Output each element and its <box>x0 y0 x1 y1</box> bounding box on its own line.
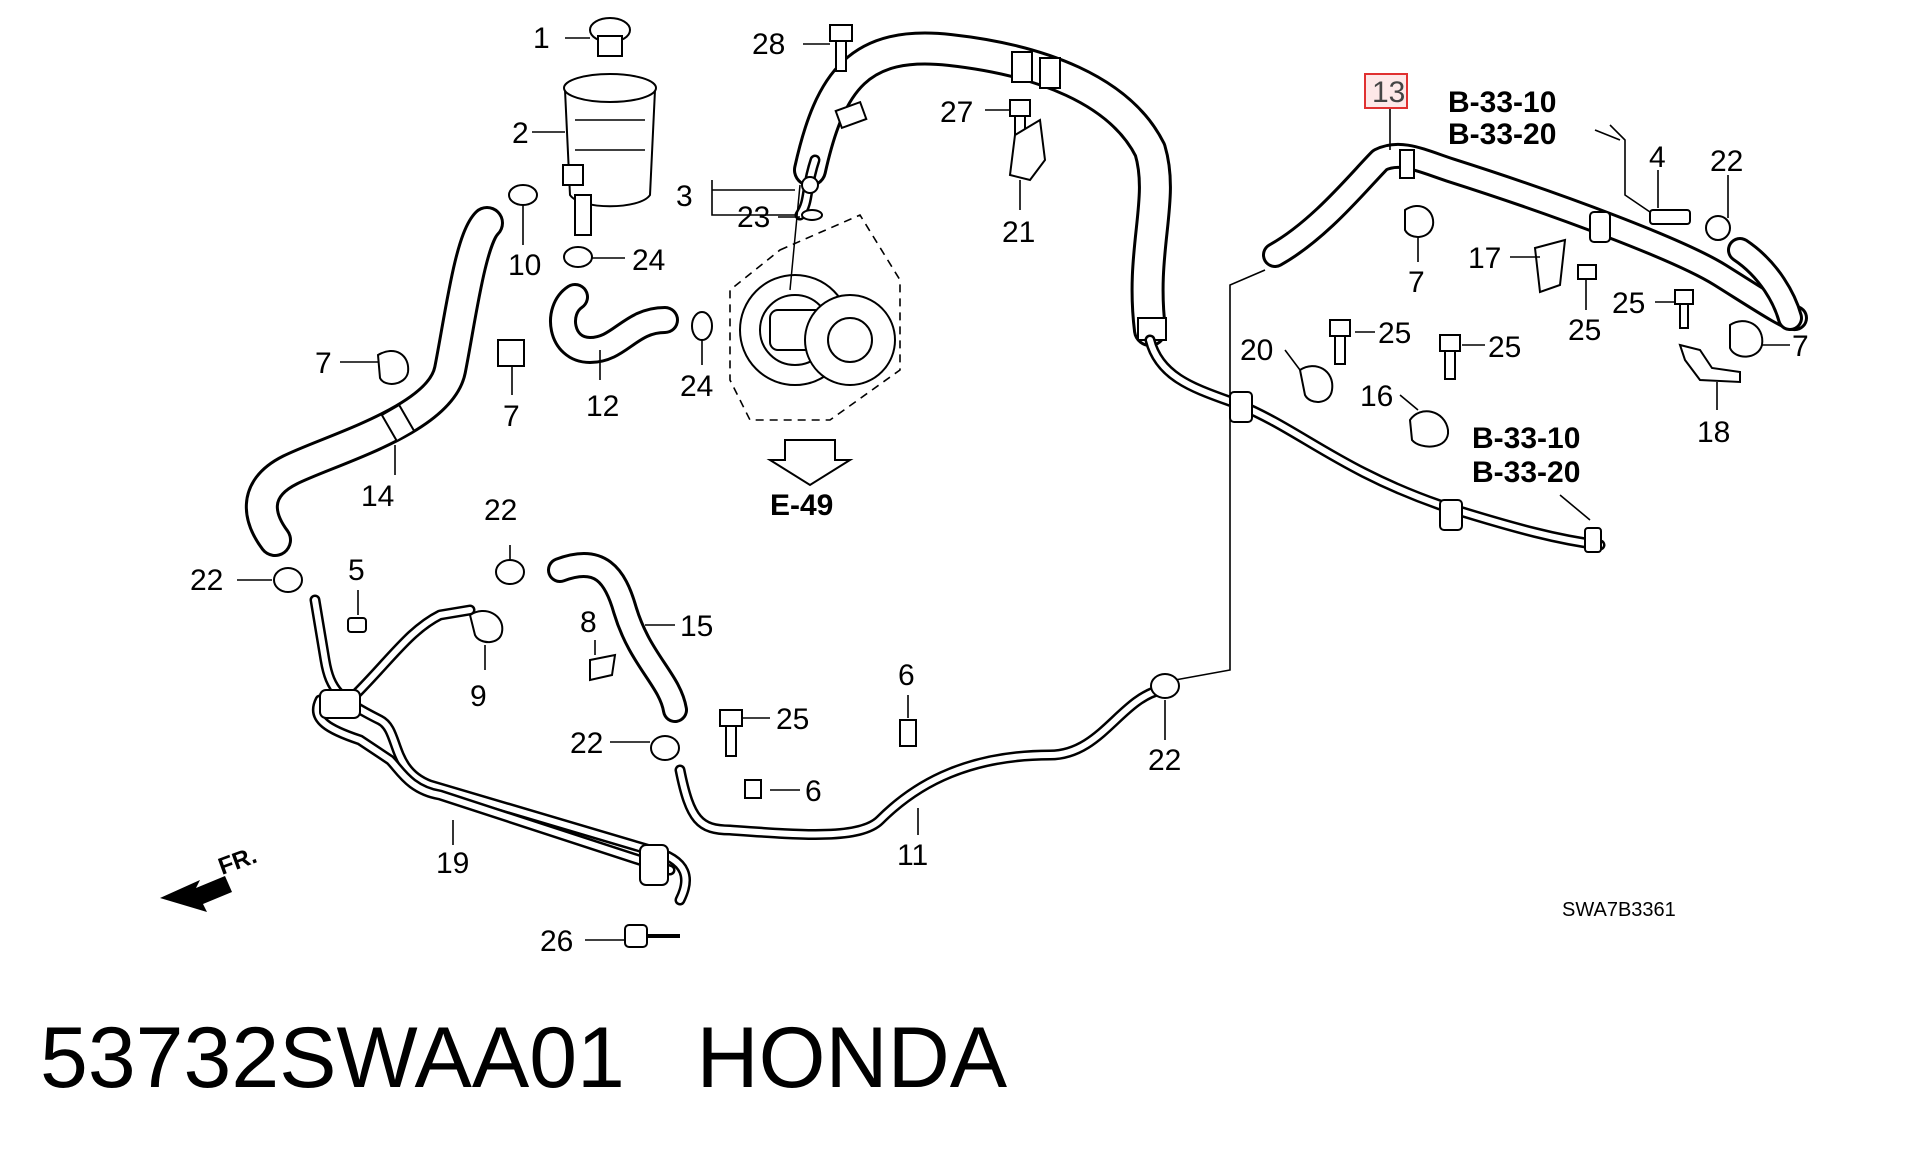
label-part-9: 9 <box>470 680 487 713</box>
label-part-25: 25 <box>1488 331 1521 364</box>
label-part-7: 7 <box>503 400 520 433</box>
label-part-12: 12 <box>586 390 619 423</box>
part-number-caption: 53732SWAA01 HONDA <box>40 1010 1008 1106</box>
label-part-25: 25 <box>776 703 809 736</box>
label-part-4: 4 <box>1649 141 1666 174</box>
suction-hose-12 <box>549 283 679 364</box>
label-part-15: 15 <box>680 610 713 643</box>
leader-lines <box>237 37 1790 941</box>
return-hose-13 <box>1262 142 1808 332</box>
highlight-box-part-13 <box>1364 73 1408 109</box>
ref-e49: E-49 <box>770 489 833 522</box>
label-part-3: 3 <box>676 180 693 213</box>
label-part-8: 8 <box>580 606 597 639</box>
hose-15 <box>547 552 688 723</box>
label-part-13: 13 <box>1372 76 1405 109</box>
ref-b3310-mid: B-33-10 <box>1472 422 1580 455</box>
label-part-18: 18 <box>1697 416 1730 449</box>
label-part-25: 25 <box>1612 287 1645 320</box>
label-part-6: 6 <box>898 659 915 692</box>
label-part-10: 10 <box>508 249 541 282</box>
label-part-20: 20 <box>1240 334 1273 367</box>
label-part-28: 28 <box>752 28 785 61</box>
front-direction-arrow: FR. <box>160 842 260 912</box>
high-pressure-hose <box>793 31 1172 347</box>
label-part-7: 7 <box>1408 266 1425 299</box>
label-part-21: 21 <box>1002 216 1035 249</box>
label-part-1: 1 <box>533 22 550 55</box>
label-part-24: 24 <box>680 370 713 403</box>
label-part-23: 23 <box>737 201 770 234</box>
fasteners <box>273 24 1764 948</box>
label-part-27: 27 <box>940 96 973 129</box>
label-part-25: 25 <box>1378 317 1411 350</box>
label-part-24: 24 <box>632 244 665 277</box>
ref-b3310-top: B-33-10 <box>1448 86 1556 119</box>
label-part-6: 6 <box>805 775 822 808</box>
label-part-26: 26 <box>540 925 573 958</box>
label-part-7: 7 <box>1792 330 1809 363</box>
ref-b3320-top: B-33-20 <box>1448 118 1556 151</box>
label-part-22: 22 <box>484 494 517 527</box>
label-part-2: 2 <box>512 117 529 150</box>
label-part-17: 17 <box>1468 242 1501 275</box>
label-part-7: 7 <box>315 347 332 380</box>
label-part-25: 25 <box>1568 314 1601 347</box>
suction-hose-14 <box>244 206 504 557</box>
label-part-22: 22 <box>1148 744 1181 777</box>
label-part-19: 19 <box>436 847 469 880</box>
cooler-pipe-19 <box>309 594 691 906</box>
front-arrow-label: FR. <box>215 842 261 881</box>
label-part-14: 14 <box>361 480 394 513</box>
diagram-code: SWA7B3361 <box>1562 899 1676 921</box>
ref-b3320-mid: B-33-20 <box>1472 456 1580 489</box>
part-labels: 1 2 3 23 28 10 24 24 12 7 7 14 27 21 13 … <box>190 22 1809 958</box>
label-part-11: 11 <box>897 839 928 872</box>
return-pipe-11 <box>674 269 1266 840</box>
power-steering-pump <box>729 184 901 487</box>
pressure-pipe-right <box>1144 334 1606 553</box>
reservoir <box>562 17 657 236</box>
label-part-22: 22 <box>570 727 603 760</box>
label-part-16: 16 <box>1360 380 1393 413</box>
label-part-22: 22 <box>190 564 223 597</box>
label-part-22: 22 <box>1710 145 1743 178</box>
reference-labels: E-49 B-33-10 B-33-20 B-33-10 B-33-20 <box>770 86 1580 522</box>
label-part-5: 5 <box>348 554 365 587</box>
